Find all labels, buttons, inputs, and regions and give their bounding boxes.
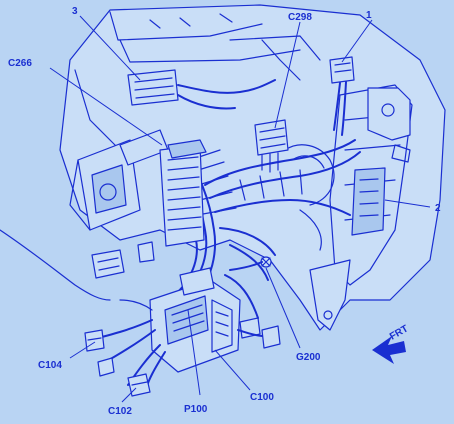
vertical-connector-stack bbox=[159, 139, 207, 247]
side-connectors bbox=[224, 274, 281, 349]
c102-connector bbox=[97, 357, 151, 397]
leader-lines bbox=[49, 15, 431, 403]
relay-block bbox=[91, 241, 155, 279]
label-c298: C298 bbox=[288, 12, 312, 23]
c104-connector bbox=[84, 329, 105, 352]
right-bracket bbox=[309, 84, 413, 331]
label-g200: G200 bbox=[296, 352, 321, 363]
label-frt: FRT bbox=[388, 323, 410, 342]
ground-bolt bbox=[229, 256, 272, 271]
left-box bbox=[69, 129, 169, 231]
label-3: 3 bbox=[72, 6, 78, 17]
connector-1 bbox=[329, 56, 355, 136]
c298-connector bbox=[254, 119, 289, 173]
label-c266: C266 bbox=[8, 58, 32, 69]
label-c100: C100 bbox=[250, 392, 274, 403]
label-c102: C102 bbox=[108, 406, 132, 417]
front-arrow bbox=[372, 336, 406, 364]
label-2: 2 bbox=[435, 203, 441, 214]
connector-3 bbox=[127, 69, 276, 110]
label-p100: P100 bbox=[184, 404, 208, 415]
junction-block bbox=[149, 267, 241, 373]
label-1: 1 bbox=[366, 10, 372, 21]
label-c104: C104 bbox=[38, 360, 62, 371]
